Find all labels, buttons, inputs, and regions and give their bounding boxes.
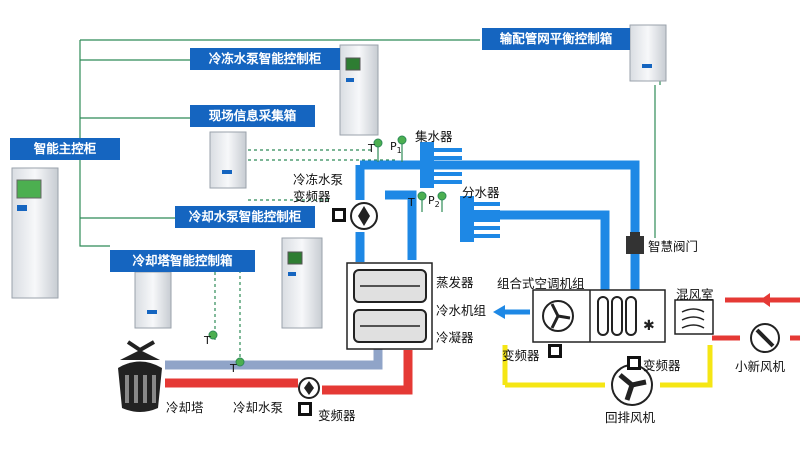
chilled-pump-vfd-icon (332, 208, 346, 222)
distributor-manifold (460, 196, 500, 242)
pipe-balance-box-img (629, 24, 667, 82)
cooling-pump-cabinet-label: 冷却水泵智能控制柜 (175, 206, 315, 228)
condenser-label: 冷凝器 (436, 330, 474, 345)
collector-label: 集水器 (415, 129, 453, 144)
smart-valve (626, 232, 644, 254)
chilled-vfd-label: 变频器 (293, 189, 331, 204)
hot-water-pipes (165, 350, 413, 395)
main-cabinet-label: 智能主控柜 (10, 138, 120, 160)
sensor-p1-sub: 1 (396, 146, 402, 156)
cooling-vfd-label: 变频器 (318, 408, 356, 423)
cooling-water-pipe (165, 348, 383, 370)
sensor-p2-sub: 2 (434, 200, 440, 210)
chiller-unit (346, 262, 433, 350)
evaporator-label: 蒸发器 (436, 275, 474, 290)
chilled-pump-label: 冷冻水泵 (293, 172, 344, 187)
sensor-p2-letter: P (428, 194, 435, 207)
field-collect-box-img (209, 131, 247, 189)
distributor-label: 分水器 (462, 185, 500, 200)
fan-vfd-label: 变频器 (643, 358, 681, 373)
mixing-room-label: 混风室 (676, 287, 714, 302)
cooling-vfd-icon (298, 402, 312, 416)
pipe-balance-box-label: 输配管网平衡控制箱 (482, 28, 630, 50)
ahu-vfd-label: 变频器 (502, 348, 540, 363)
sensor-t4: T (230, 362, 237, 375)
ahu-label: 组合式空调机组 (497, 276, 585, 291)
signal-dashed (214, 149, 395, 365)
sensor-t2: T (408, 196, 415, 209)
collector-manifold (420, 142, 462, 188)
cooling-pump-cabinet-img (281, 237, 323, 329)
main-control-cabinet (11, 167, 59, 299)
cooling-tower-label: 冷却塔 (166, 400, 204, 415)
fan-vfd-icon (627, 356, 641, 370)
svg-text:✱: ✱ (643, 318, 655, 334)
mixing-room (674, 299, 714, 335)
return-fan-label: 回排风机 (605, 410, 656, 425)
chilled-water-pump (350, 202, 378, 230)
sensor-p1: P1 (390, 140, 402, 155)
fresh-fan-label: 小新风机 (735, 359, 786, 374)
field-collect-box-label: 现场信息采集箱 (190, 105, 315, 127)
cooling-pump-label: 冷却水泵 (233, 400, 284, 415)
cooling-tower (118, 340, 162, 412)
chilled-pump-cabinet-label: 冷冻水泵智能控制柜 (190, 48, 340, 70)
ahu-vfd-icon (548, 344, 562, 358)
return-fan (611, 364, 653, 406)
tower-control-box-img (134, 271, 172, 329)
cooling-water-pump (298, 377, 320, 399)
fresh-air-fan (750, 323, 780, 353)
chilled-water-pipes (355, 160, 640, 290)
chilled-pump-cabinet-img (339, 44, 379, 136)
sensor-t3: T (204, 334, 211, 347)
air-return-duct (502, 345, 713, 388)
tower-control-box-label: 冷却塔智能控制箱 (110, 250, 255, 272)
chiller-label: 冷水机组 (436, 303, 487, 318)
ahu-unit: ✱ (532, 289, 666, 343)
sensor-p2: P2 (428, 194, 440, 209)
sensor-t1: T (368, 142, 375, 155)
sensor-p1-letter: P (390, 140, 397, 153)
smart-valve-label: 智慧阀门 (648, 239, 699, 254)
